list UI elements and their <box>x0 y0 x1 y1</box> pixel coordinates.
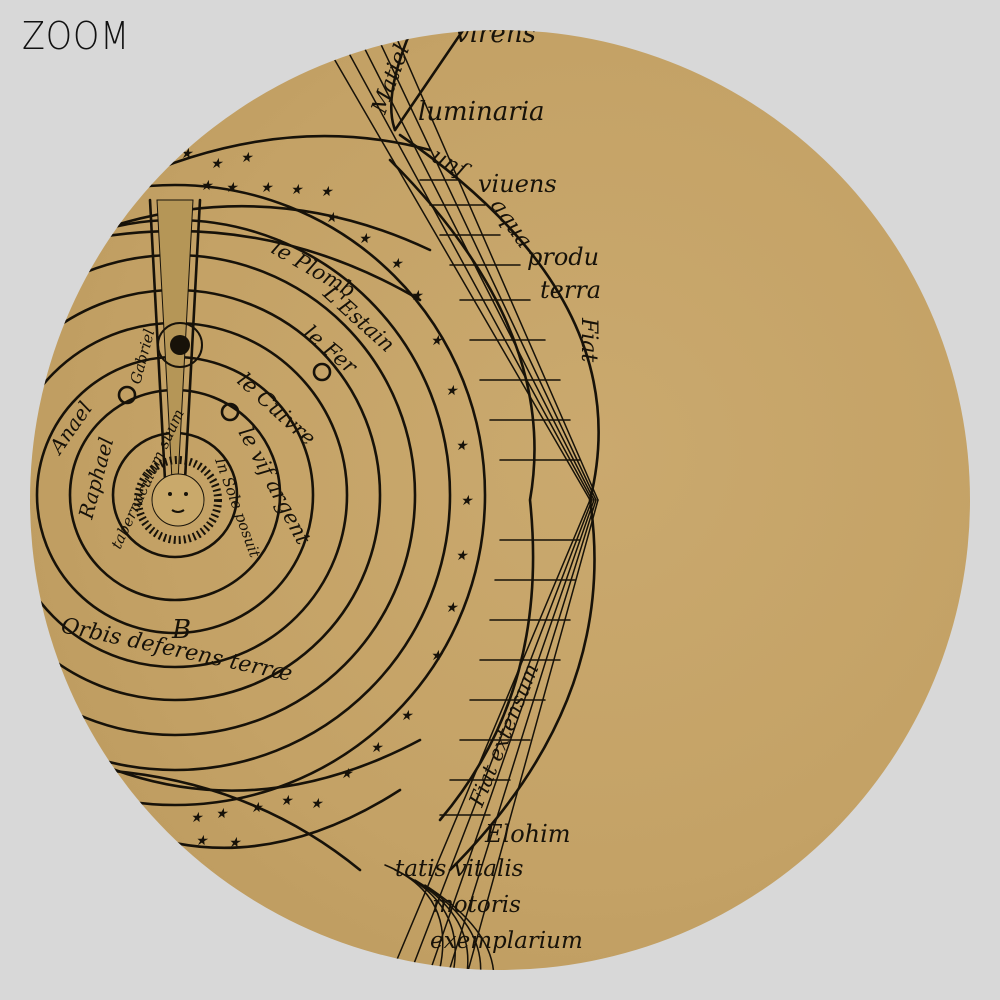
svg-text:★: ★ <box>225 180 239 196</box>
svg-text:★: ★ <box>180 146 194 162</box>
svg-text:★: ★ <box>250 800 264 816</box>
svg-text:★: ★ <box>430 333 444 349</box>
svg-text:★: ★ <box>340 766 354 782</box>
svg-text:★: ★ <box>310 796 324 812</box>
svg-text:★: ★ <box>390 256 404 272</box>
svg-text:★: ★ <box>460 493 474 509</box>
sun-face <box>134 456 222 544</box>
zoom-label: ZOOM <box>22 14 130 58</box>
light-rays <box>316 30 599 970</box>
svg-text:★: ★ <box>215 806 229 822</box>
svg-text:★: ★ <box>195 833 209 849</box>
label-michael: uel <box>34 297 71 330</box>
cosmological-diagram-print: ★ ★ ★ ★ ★ ★ ★ ★ ★ ★ ★ ★ ★ ★ ★ ★ ★ ★ ★ ★ ★ ★ ★ ★ ★ ★ ★ ★ ★ <box>30 30 970 970</box>
label-anael: Anael <box>43 397 97 459</box>
matiel-arc <box>389 30 413 132</box>
svg-text:★: ★ <box>445 600 459 616</box>
engraving: ★ ★ ★ ★ ★ ★ ★ ★ ★ ★ ★ ★ ★ ★ ★ ★ ★ ★ ★ ★ ★ ★ ★ ★ ★ ★ ★ ★ ★ <box>30 30 602 970</box>
svg-text:★: ★ <box>445 383 459 399</box>
label-produ: produ <box>527 243 599 271</box>
svg-text:★: ★ <box>190 810 204 826</box>
svg-text:★: ★ <box>260 180 274 196</box>
label-gabriel: Gabriel <box>126 327 158 386</box>
label-b: B <box>171 615 191 645</box>
label-uns: unſ <box>427 144 474 186</box>
label-terra: terra <box>540 276 601 304</box>
svg-text:★: ★ <box>400 708 414 724</box>
label-viuens: viuens <box>478 170 557 198</box>
label-luminaria: luminaria <box>418 97 545 127</box>
label-matiel: Matiel <box>367 41 415 118</box>
lower-right-arcs <box>384 864 495 970</box>
svg-text:★: ★ <box>228 835 242 851</box>
label-elohim: Elohim <box>484 820 571 848</box>
svg-text:★: ★ <box>358 231 372 247</box>
crossing-arcs <box>58 134 432 872</box>
label-motoris: motoris <box>432 892 521 918</box>
svg-text:★: ★ <box>280 793 294 809</box>
label-virens: virens <box>455 30 536 49</box>
svg-text:★: ★ <box>290 182 304 198</box>
svg-text:★: ★ <box>455 548 469 564</box>
svg-text:★: ★ <box>240 150 254 166</box>
svg-text:★: ★ <box>320 184 334 200</box>
svg-text:★: ★ <box>455 438 469 454</box>
svg-text:★: ★ <box>370 740 384 756</box>
star-band: ★ ★ ★ ★ ★ ★ ★ ★ ★ ★ ★ ★ ★ ★ ★ ★ ★ ★ ★ ★ ★ ★ ★ ★ ★ ★ ★ ★ ★ <box>180 146 474 851</box>
labels: virens luminaria unſ viuens aqua produ t… <box>34 30 602 954</box>
label-exemplarium: exemplarium <box>430 928 583 954</box>
svg-text:★: ★ <box>430 648 444 664</box>
svg-text:★: ★ <box>410 288 424 304</box>
svg-text:★: ★ <box>325 210 339 226</box>
label-fiat-extensum: Fiat extensum <box>464 660 543 811</box>
earth-symbol <box>157 322 203 368</box>
label-fiat: Fiat <box>576 317 601 362</box>
svg-text:★: ★ <box>200 178 214 194</box>
label-tatis-vitalis: tatis vitalis <box>395 856 524 882</box>
svg-text:★: ★ <box>210 156 224 172</box>
planet-symbols <box>117 362 332 422</box>
